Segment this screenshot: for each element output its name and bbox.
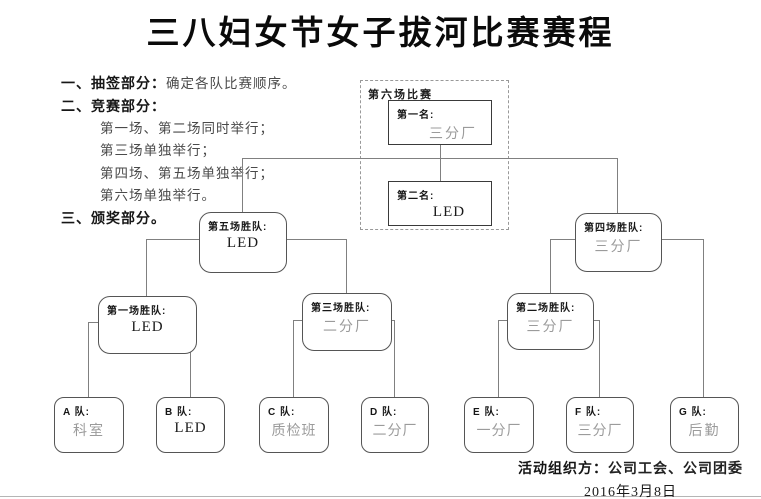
team-box-g: G 队: 后勤 bbox=[670, 397, 739, 453]
first-place-team: 三分厂 bbox=[429, 127, 477, 142]
first-place-box: 第一名: 三分厂 bbox=[388, 100, 492, 145]
team-box-f: F 队: 三分厂 bbox=[566, 397, 634, 453]
connector-final-horizontal bbox=[242, 158, 618, 159]
team-c-label: C 队: bbox=[268, 407, 296, 418]
second-place-team: LED bbox=[432, 204, 466, 220]
round5-winner-label: 第五场胜队: bbox=[208, 222, 268, 233]
round5-winner-team: LED bbox=[226, 235, 260, 251]
round4-winner-box: 第四场胜队: 三分厂 bbox=[575, 213, 662, 272]
event-date: 2016年3月8日 bbox=[584, 485, 677, 499]
note-1-text: 确定各队比赛顺序。 bbox=[166, 76, 297, 91]
connector-match3-winner-drop bbox=[346, 239, 347, 293]
round3-winner-label: 第三场胜队: bbox=[311, 303, 371, 314]
note-line-5: 第四场、第五场单独举行； bbox=[100, 165, 274, 181]
round2-winner-box: 第二场胜队: 三分厂 bbox=[507, 293, 594, 350]
connector-final-right-drop bbox=[617, 158, 618, 213]
connector-team-b-drop bbox=[190, 322, 191, 397]
note-line-2: 二、竞赛部分： bbox=[61, 98, 166, 115]
bottom-divider bbox=[0, 496, 761, 497]
connector-team-e-drop bbox=[498, 320, 499, 397]
footer-section: 活动组织方：公司工会、公司团委 2016年3月8日 bbox=[518, 458, 743, 499]
team-box-a: A 队: 科室 bbox=[54, 397, 124, 453]
second-place-box: 第二名: LED bbox=[388, 181, 492, 226]
team-e-name: 一分厂 bbox=[476, 424, 522, 439]
team-e-label: E 队: bbox=[473, 407, 500, 418]
team-f-label: F 队: bbox=[575, 407, 602, 418]
team-box-b: B 队: LED bbox=[156, 397, 225, 453]
round4-winner-team: 三分厂 bbox=[594, 240, 643, 255]
round1-winner-box: 第一场胜队: LED bbox=[98, 296, 197, 354]
note-line-1: 一、抽签部分：确定各队比赛顺序。 bbox=[61, 72, 361, 95]
round4-winner-label: 第四场胜队: bbox=[584, 223, 644, 234]
team-g-label: G 队: bbox=[679, 407, 707, 418]
team-a-name: 科室 bbox=[73, 424, 105, 439]
note-line-4: 第三场单独举行； bbox=[100, 143, 216, 159]
connector-team-c-drop bbox=[293, 320, 294, 397]
team-c-name: 质检班 bbox=[271, 424, 317, 439]
team-a-label: A 队: bbox=[63, 407, 90, 418]
connector-match1-winner-drop bbox=[146, 239, 147, 296]
connector-team-d-drop bbox=[394, 320, 395, 397]
round1-winner-label: 第一场胜队: bbox=[107, 306, 167, 317]
round1-winner-team: LED bbox=[131, 319, 164, 335]
round2-winner-label: 第二场胜队: bbox=[516, 303, 576, 314]
final-match-group-label: 第六场比赛 bbox=[368, 89, 433, 101]
second-place-label: 第二名: bbox=[397, 191, 435, 202]
organizer-value: 公司工会、公司团委 bbox=[608, 460, 743, 476]
notes-section: 一、抽签部分：确定各队比赛顺序。 二、竞赛部分： 第一场、第二场同时举行； 第三… bbox=[61, 72, 361, 230]
first-place-label: 第一名: bbox=[397, 110, 435, 121]
team-d-label: D 队: bbox=[370, 407, 398, 418]
note-1-label: 一、抽签部分： bbox=[61, 75, 166, 91]
team-box-d: D 队: 二分厂 bbox=[361, 397, 429, 453]
round3-winner-team: 二分厂 bbox=[323, 320, 371, 335]
organizer-label: 活动组织方： bbox=[518, 460, 608, 476]
note-line-7: 三、颁奖部分。 bbox=[61, 210, 166, 227]
connector-team-a-drop bbox=[88, 322, 89, 397]
organizer-line: 活动组织方：公司工会、公司团委 bbox=[518, 458, 743, 478]
team-f-name: 三分厂 bbox=[577, 424, 623, 439]
connector-first-second-place bbox=[440, 143, 441, 181]
connector-final-left-drop bbox=[242, 158, 243, 212]
team-g-name: 后勤 bbox=[688, 424, 721, 439]
team-b-name: LED bbox=[174, 420, 207, 436]
team-box-e: E 队: 一分厂 bbox=[464, 397, 534, 453]
page-title: 三八妇女节女子拔河比赛赛程 bbox=[146, 16, 615, 52]
team-box-c: C 队: 质检班 bbox=[259, 397, 329, 453]
note-line-6: 第六场单独举行。 bbox=[100, 188, 216, 204]
connector-match2-winner-drop bbox=[550, 239, 551, 293]
team-b-label: B 队: bbox=[165, 407, 193, 418]
connector-team-g-bye bbox=[703, 239, 704, 397]
final-match-group-box bbox=[360, 80, 509, 230]
round2-winner-team: 三分厂 bbox=[526, 320, 575, 335]
note-line-3: 第一场、第二场同时举行； bbox=[100, 120, 274, 136]
team-d-name: 二分厂 bbox=[372, 424, 418, 439]
connector-team-f-drop bbox=[599, 320, 600, 397]
round5-winner-box: 第五场胜队: LED bbox=[199, 212, 287, 273]
round3-winner-box: 第三场胜队: 二分厂 bbox=[302, 293, 392, 351]
